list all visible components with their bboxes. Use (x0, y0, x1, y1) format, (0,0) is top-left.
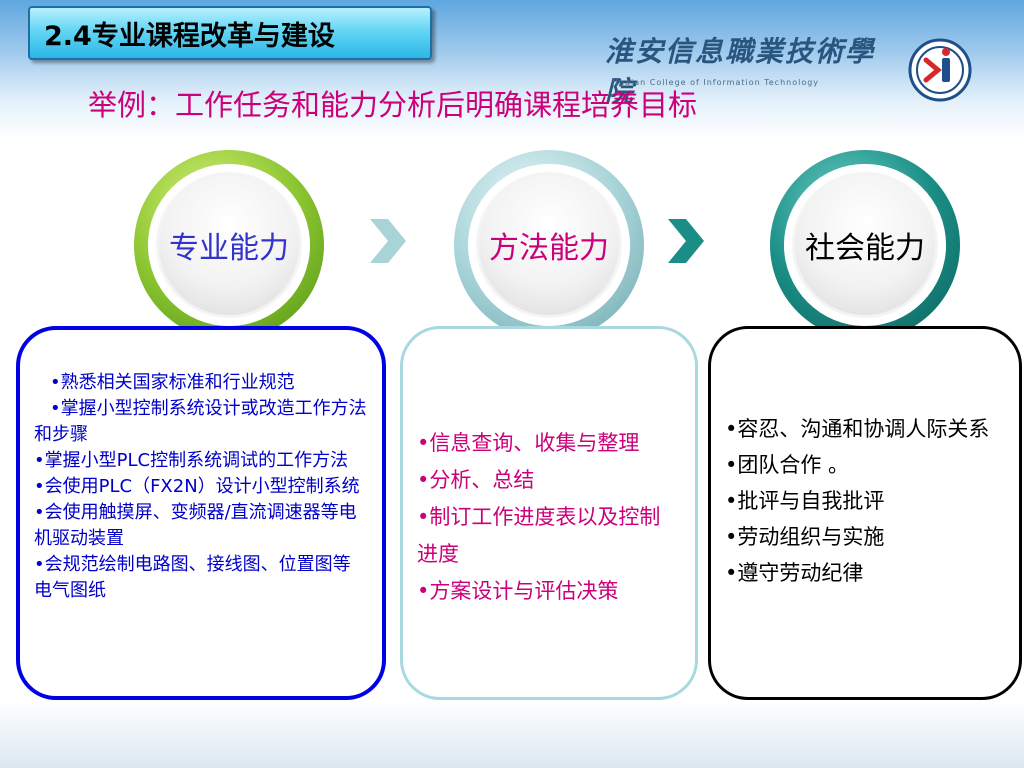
list-item: •信息查询、收集与整理 (417, 431, 640, 455)
list-item: •制订工作进度表以及控制进度 (417, 505, 661, 566)
competency-professional: 专业能力 (134, 150, 324, 340)
list-item: •掌握小型PLC控制系统调试的工作方法 (34, 450, 349, 471)
college-logo (908, 38, 972, 102)
list-item: •团队合作 。 (725, 453, 850, 477)
list-item: •掌握小型控制系统设计或改造工作方法和步骤 (34, 398, 367, 445)
professional-skills-box: •熟悉相关国家标准和行业规范 •掌握小型控制系统设计或改造工作方法和步骤 •掌握… (16, 326, 386, 700)
list-item: •会使用PLC（FX2N）设计小型控制系统 (34, 476, 360, 497)
list-item: •方案设计与评估决策 (417, 579, 619, 603)
social-skills-box: •容忍、沟通和协调人际关系 •团队合作 。 •批评与自我批评 •劳动组织与实施 … (708, 326, 1022, 700)
slide-subtitle: 举例：工作任务和能力分析后明确课程培养目标 (88, 88, 698, 122)
competency-label-professional: 专业能力 (156, 172, 302, 318)
chevron-right-icon (370, 219, 406, 263)
list-item: •分析、总结 (417, 468, 535, 492)
section-title-text: 2.4专业课程改革与建设 (44, 20, 335, 52)
professional-skills-list: •熟悉相关国家标准和行业规范 •掌握小型控制系统设计或改造工作方法和步骤 •掌握… (34, 370, 368, 604)
competency-social: 社会能力 (770, 150, 960, 340)
method-skills-list: •信息查询、收集与整理 •分析、总结 •制订工作进度表以及控制进度 •方案设计与… (417, 425, 681, 610)
competency-label-social: 社会能力 (792, 172, 938, 318)
list-item: •会规范绘制电路图、接线图、位置图等电气图纸 (34, 554, 351, 601)
competency-method: 方法能力 (454, 150, 644, 340)
method-skills-box: •信息查询、收集与整理 •分析、总结 •制订工作进度表以及控制进度 •方案设计与… (400, 326, 698, 700)
social-skills-list: •容忍、沟通和协调人际关系 •团队合作 。 •批评与自我批评 •劳动组织与实施 … (725, 411, 1005, 591)
list-item: •遵守劳动纪律 (725, 561, 864, 585)
list-item: •会使用触摸屏、变频器/直流调速器等电机驱动装置 (34, 502, 357, 549)
list-item: •劳动组织与实施 (725, 525, 885, 549)
chevron-right-icon (668, 219, 704, 263)
college-name-en: Huaian College of Information Technology (612, 78, 820, 87)
list-item: •容忍、沟通和协调人际关系 (725, 417, 990, 441)
college-name: 淮安信息職業技術學院 (605, 35, 876, 108)
list-item: •批评与自我批评 (725, 489, 885, 513)
competency-label-method: 方法能力 (476, 172, 622, 318)
list-item: •熟悉相关国家标准和行业规范 (50, 372, 295, 393)
section-title: 2.4专业课程改革与建设 (28, 6, 432, 60)
